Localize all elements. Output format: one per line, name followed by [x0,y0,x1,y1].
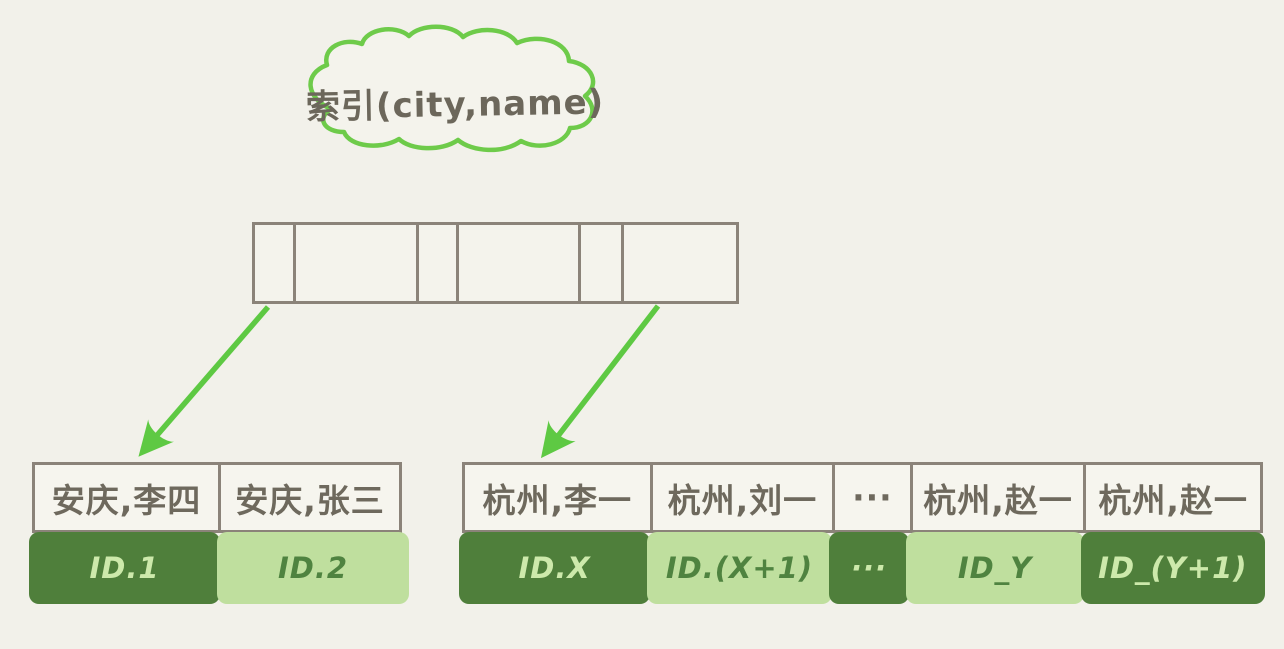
id-cell: ID_Y [906,532,1084,604]
id-cell: ID.(X+1) [647,532,832,604]
left-id-row: ID.1 ID.2 [29,532,409,604]
key-cell: ··· [832,465,909,530]
right-id-row: ID.X ID.(X+1) ··· ID_Y ID_(Y+1) [459,532,1265,604]
index-node-cell [621,225,736,301]
index-node-cell [416,225,456,301]
key-cell: 杭州,刘一 [649,465,833,530]
left-key-row: 安庆,李四 安庆,张三 [32,462,402,533]
key-cell: 杭州,赵一 [909,465,1084,530]
id-cell: ID.2 [217,532,409,604]
id-cell: ··· [828,532,910,604]
left-arrow [138,305,271,457]
index-node-cell [456,225,578,301]
key-cell: 安庆,张三 [217,465,399,530]
key-cell: 杭州,李一 [482,480,633,520]
index-node-cell [255,225,293,301]
index-title: 索引(city,name) [305,81,605,128]
id-cell: ID.1 [29,532,220,604]
id-cell: ID.X [459,532,651,604]
right-arrow [540,304,661,459]
index-node [252,222,739,304]
key-cell: 杭州,赵一 [1083,465,1260,530]
index-node-cell [578,225,621,301]
right-key-row: 杭州,李一 杭州,刘一 ··· 杭州,赵一 杭州,赵一 [462,462,1263,533]
key-cell: 安庆,李四 [51,480,202,520]
index-node-cell [293,225,416,301]
id-cell: ID_(Y+1) [1080,532,1265,604]
